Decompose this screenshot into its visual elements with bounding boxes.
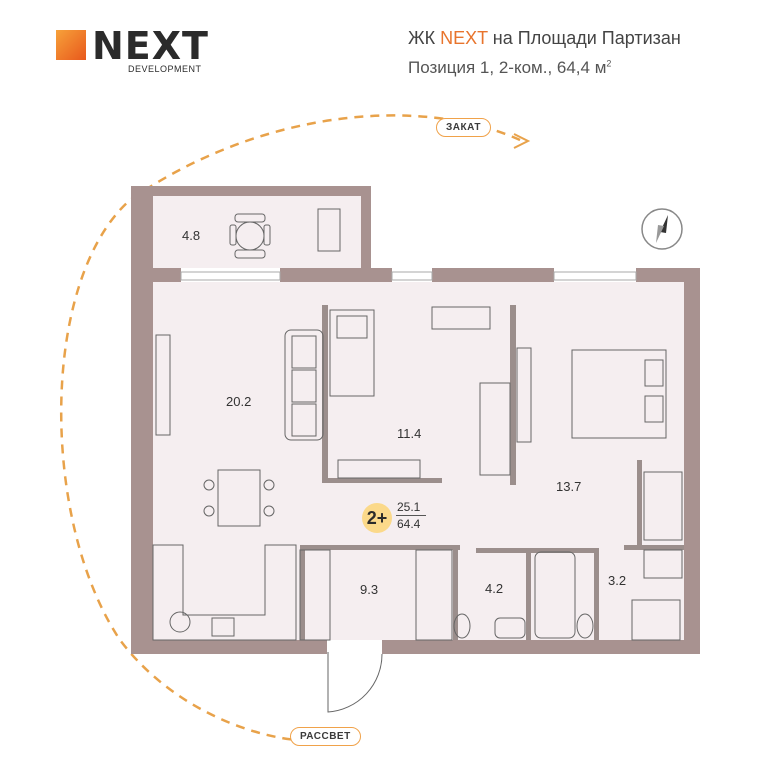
double-bed-icon <box>571 349 667 439</box>
tv-unit-icon <box>155 334 532 443</box>
page-title: ЖК NEXT на Площади Партизан <box>408 28 681 49</box>
brand-logo: NEXT DEVELOPMENT <box>56 24 216 76</box>
sunset-label: ЗАКАТ <box>436 118 491 137</box>
wardrobe-icon <box>479 382 511 476</box>
logo-name: NEXT <box>92 24 209 68</box>
room-area-hall: 9.3 <box>360 582 379 597</box>
living-area-value: 25.1 <box>397 500 421 514</box>
area-divider <box>396 515 426 516</box>
storage-icon <box>415 549 453 641</box>
subtitle-sup: 2 <box>606 58 612 69</box>
hall-wardrobe-icon <box>299 549 331 641</box>
sink-icon <box>494 549 683 639</box>
room-area-bedroom-large: 13.7 <box>556 479 582 494</box>
windows <box>180 271 637 281</box>
page-subtitle: Позиция 1, 2-ком., 64,4 м2 <box>408 58 611 78</box>
sofa-icon <box>284 329 324 441</box>
room-area-bedroom-small: 11.4 <box>397 426 422 441</box>
toilet-icon <box>453 613 594 639</box>
entrance-door-icon <box>327 652 383 713</box>
total-area-value: 64.4 <box>397 517 421 531</box>
sunrise-label: РАССВЕТ <box>290 727 361 746</box>
kitchen-counter-icon <box>152 544 297 641</box>
logo-square-icon <box>56 30 86 60</box>
logo-subtitle: DEVELOPMENT <box>128 64 202 74</box>
room-area-bathroom: 3.2 <box>608 573 627 588</box>
rooms-count-badge: 2+ <box>362 503 392 533</box>
floors <box>153 196 684 640</box>
wardrobe-bedroom-icon <box>643 471 683 541</box>
title-suffix: на Площади Партизан <box>487 28 681 48</box>
sun-arrow-icon <box>513 133 531 149</box>
room-area-wardrobe: 4.2 <box>485 581 504 596</box>
room-area-living: 20.2 <box>226 394 252 409</box>
shower-icon <box>631 599 681 641</box>
compass-icon <box>641 208 683 250</box>
bathtub-icon <box>534 551 576 639</box>
balcony-lounger-icon <box>317 208 341 252</box>
title-prefix: ЖК <box>408 28 441 48</box>
outer-walls <box>131 186 700 654</box>
interior-walls <box>300 305 684 640</box>
room-area-balcony: 4.8 <box>182 228 201 243</box>
dining-table-icon <box>203 469 275 527</box>
sun-path <box>59 114 521 742</box>
subtitle-text: Позиция 1, 2-ком., 64,4 м <box>408 58 607 77</box>
balcony-table-icon <box>229 213 271 259</box>
small-bed-icon <box>329 306 491 479</box>
title-highlight: NEXT <box>440 28 488 48</box>
